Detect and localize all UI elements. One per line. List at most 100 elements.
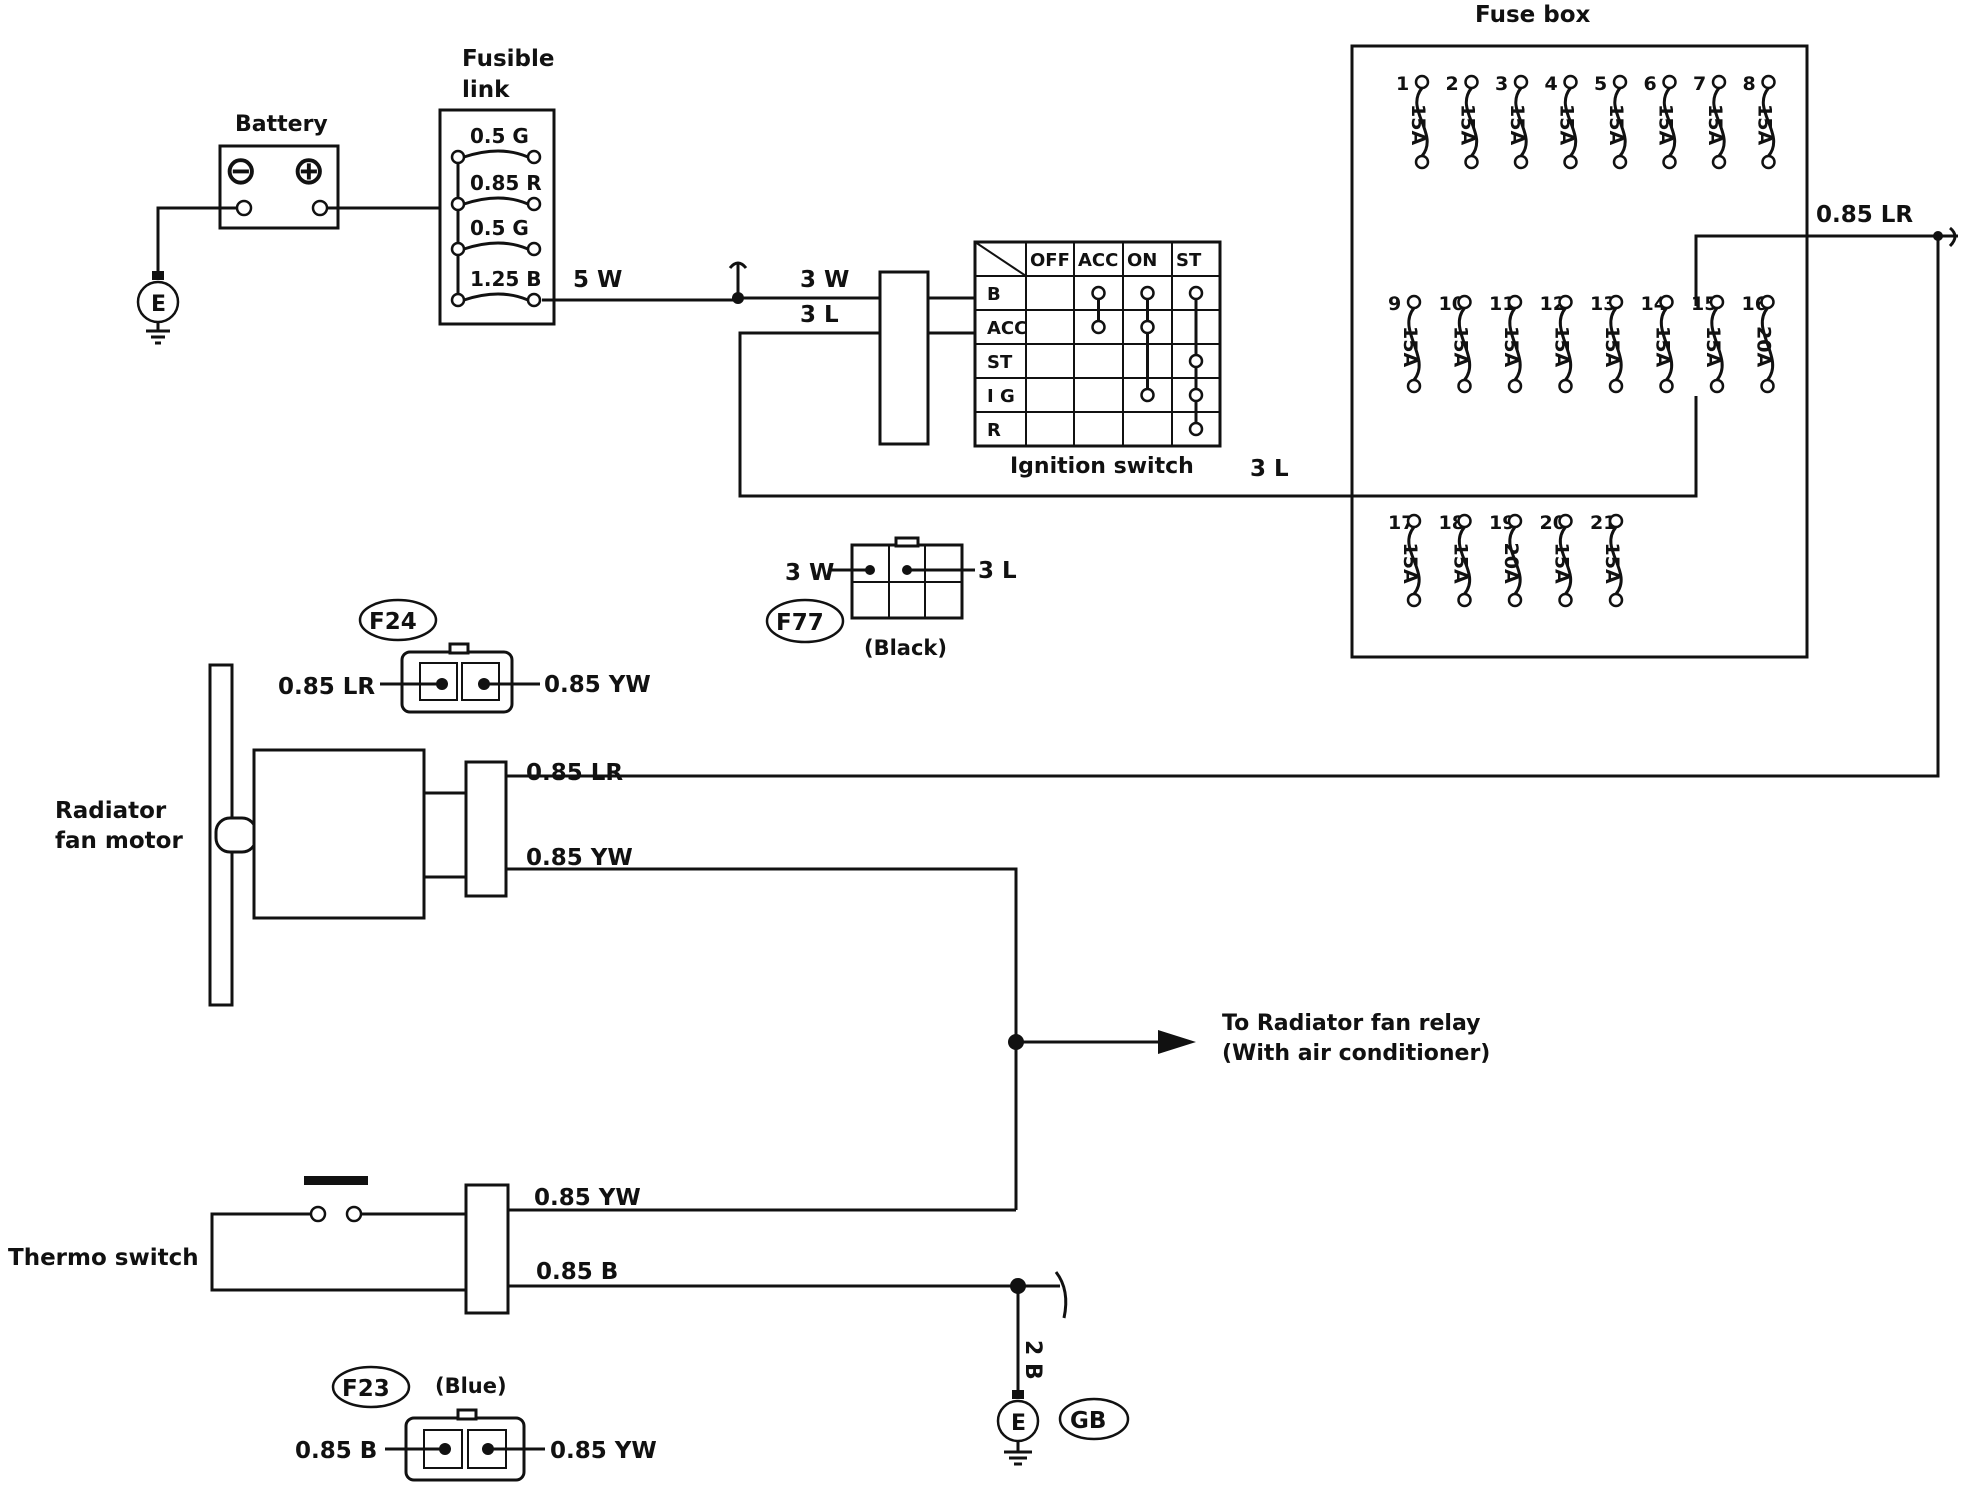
fusible-link-element-icon <box>463 196 529 206</box>
connector-f77-id: F77 <box>776 610 824 636</box>
fuse-number: 2 <box>1446 73 1459 95</box>
thermo-switch-label: Thermo switch <box>8 1245 199 1271</box>
fuse-number: 9 <box>1388 293 1401 315</box>
fuse-rating: 15A <box>1652 326 1674 367</box>
fuse-rating: 15A <box>1754 104 1776 145</box>
battery-negative-icon: ⊖ <box>224 148 258 194</box>
fuse-number: 1 <box>1396 73 1409 95</box>
fuse-element-icon <box>1508 307 1522 381</box>
fusible-link-element-icon <box>463 149 529 159</box>
fuse-terminal-top <box>1709 294 1725 310</box>
fuse-rating: 15A <box>1457 104 1479 145</box>
thermo-switch-connector <box>464 1183 510 1315</box>
wire-label-5w: 5 W <box>573 267 622 293</box>
fuse-terminal-top <box>1711 74 1727 90</box>
fusible-link-rating: 0.5 G <box>470 216 529 240</box>
arrow-right-icon <box>1158 1030 1196 1054</box>
fuse-terminal-bottom <box>1662 154 1677 170</box>
ignition-row-header: ST <box>987 352 1013 373</box>
fusible-link-element-icon <box>463 241 529 251</box>
fuse-rating: 15A <box>1605 104 1627 145</box>
fuse-terminal-top <box>1608 294 1624 310</box>
fuse-terminal-bottom <box>1709 378 1725 394</box>
fuse-terminal-top <box>1761 74 1776 90</box>
fuse-terminal-bottom <box>1513 154 1529 170</box>
fuse-element-icon <box>1464 87 1479 157</box>
fuse-rating: 20A <box>1753 326 1775 367</box>
fuse-terminal-top <box>1659 294 1674 310</box>
fuse-terminal-bottom <box>1760 378 1775 394</box>
fuse-element-icon <box>1407 307 1421 381</box>
fuse-number: 6 <box>1644 73 1657 95</box>
ignition-col-header: ACC <box>1078 250 1118 271</box>
fuse-terminal-top <box>1457 294 1472 310</box>
ignition-contact <box>1188 353 1204 369</box>
wire-break-icon <box>1938 226 1958 248</box>
fuse-rating: 15A <box>1556 104 1578 145</box>
ignition-row-header: I G <box>987 386 1015 407</box>
wire-085yw-motor <box>505 867 1018 1210</box>
motor-connector-neck <box>422 791 468 879</box>
relay-note-line2: (With air conditioner) <box>1222 1041 1490 1066</box>
ground-gb-label: GB <box>1070 1408 1106 1434</box>
fusible-link-title-2: link <box>462 77 510 103</box>
fuse-terminal-bottom <box>1558 592 1573 608</box>
fusible-link: Fusible link 0.5 G0.85 R0.5 G1.25 B <box>438 46 556 326</box>
fuse-list: 115A215A315A415A515A615A715A815A915A1015… <box>1388 73 1776 608</box>
fuse-terminal-bottom <box>1711 154 1727 170</box>
fuse-element-icon <box>1457 307 1472 381</box>
ignition-switch-label: Ignition switch <box>1010 454 1194 479</box>
ignition-contact <box>1091 285 1106 301</box>
fuse-terminal-top <box>1414 74 1430 90</box>
connector-f23-color: (Blue) <box>435 1374 507 1398</box>
thermo-switch-contact-left <box>309 1205 327 1223</box>
fuse-terminal-bottom <box>1406 378 1422 394</box>
fuse-rating: 15A <box>1702 326 1724 367</box>
thermo-switch-contact-right <box>345 1205 363 1223</box>
ground-gb-e-label: E <box>1011 1411 1026 1436</box>
fuse-terminal-bottom <box>1507 378 1523 394</box>
connector-f23-left-wire: 0.85 B <box>295 1438 377 1464</box>
fuse-terminal-top <box>1457 513 1472 529</box>
battery-ground: E <box>136 206 237 345</box>
fusible-link-rating: 1.25 B <box>470 267 542 291</box>
ignition-contact <box>1188 421 1204 437</box>
ignition-contact <box>1091 319 1106 335</box>
fuse-terminal-bottom <box>1563 154 1578 170</box>
ground-gb-symbol-icon <box>1004 1441 1032 1466</box>
thermo-switch-contact-bar <box>304 1176 368 1185</box>
fuse-terminal-top <box>1558 513 1573 529</box>
fusible-link-item: 0.5 G <box>450 216 542 257</box>
ignition-contact <box>1140 387 1155 403</box>
fuse-terminal-top <box>1662 74 1677 90</box>
ignition-row-header: R <box>987 420 1001 441</box>
fuse-terminal-bottom <box>1659 378 1674 394</box>
ground-gb: E GB <box>996 1390 1130 1466</box>
motor-body <box>252 748 426 920</box>
wire-label-085lr-motor: 0.85 LR <box>526 760 623 786</box>
fusible-link-item: 0.5 G <box>450 124 542 165</box>
wire-label-085b-thermo: 0.85 B <box>536 1259 618 1285</box>
ground-symbol-icon <box>146 322 170 345</box>
fuse-element-icon <box>1514 87 1528 157</box>
connector-f23: F23 (Blue) 0.85 B 0.85 YW <box>295 1365 657 1482</box>
fuse-terminal-top <box>1507 513 1523 529</box>
connector-f24-left-wire: 0.85 LR <box>278 674 375 700</box>
wire-branch-break-icon <box>728 261 748 298</box>
connector-f23-right-wire: 0.85 YW <box>550 1438 657 1464</box>
fusible-link-terminal-right <box>526 241 542 257</box>
fuse-terminal-bottom <box>1457 378 1472 394</box>
ignition-contact <box>1140 285 1155 301</box>
ignition-contact <box>1188 285 1204 301</box>
battery-positive-terminal <box>311 199 329 217</box>
ignition-connector <box>878 270 930 446</box>
wire-label-2b: 2 B <box>1020 1340 1045 1380</box>
battery-negative-terminal <box>235 199 253 217</box>
